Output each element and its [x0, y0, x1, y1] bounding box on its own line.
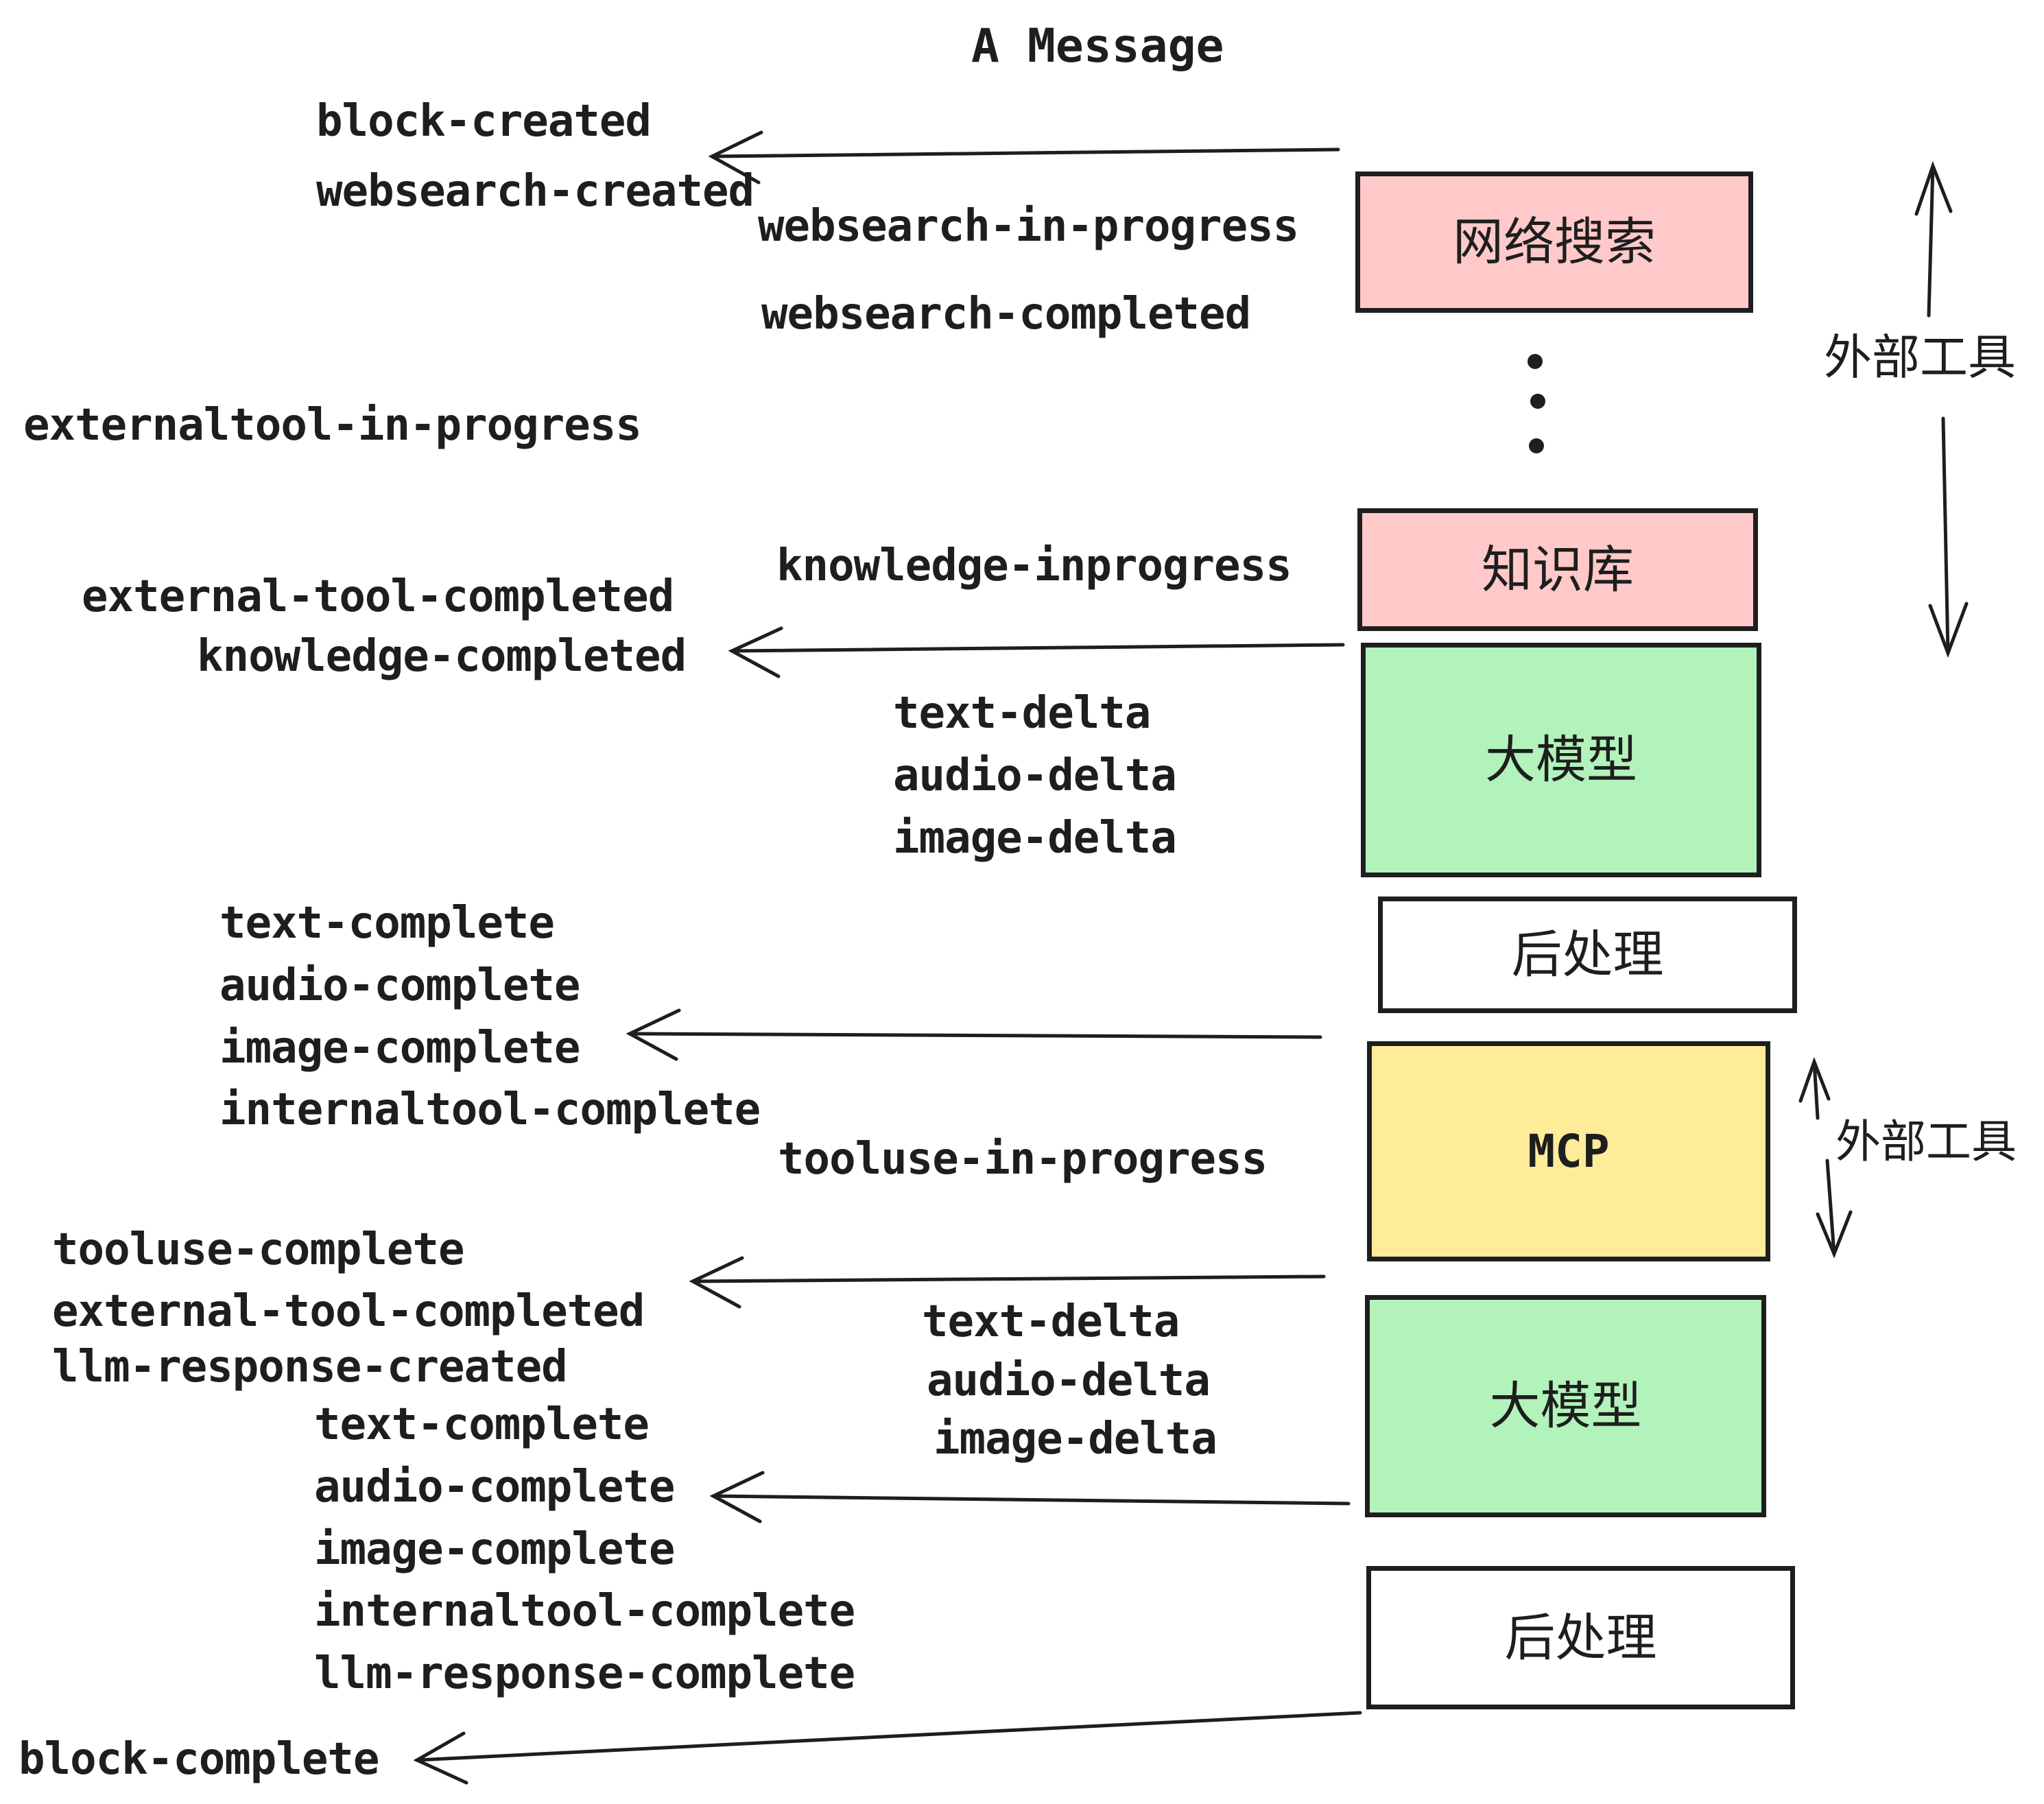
- arrow-websearch-to-block-created: [708, 130, 1340, 185]
- event-image-complete-2: image-complete: [314, 1524, 675, 1575]
- event-internaltool-complete-2: internaltool-complete: [314, 1586, 855, 1637]
- event-external-tool-completed-2: external-tool-completed: [52, 1286, 645, 1337]
- double-arrow-external-tools-mcp: [1798, 1056, 1853, 1259]
- event-audio-delta-2: audio-delta: [927, 1355, 1211, 1406]
- box-post-2: 后处理: [1366, 1566, 1795, 1709]
- box-post-2-label: 后处理: [1504, 1608, 1657, 1667]
- side-label-external-tools-top: 外部工具: [1824, 329, 2016, 385]
- arrow-post2-to-block-complete: [413, 1711, 1362, 1785]
- event-external-tool-completed-1: external-tool-completed: [82, 571, 674, 622]
- event-audio-complete-2: audio-complete: [314, 1462, 675, 1512]
- arrow-llm2-to-audio-complete: [709, 1471, 1351, 1523]
- event-knowledge-completed: knowledge-completed: [197, 631, 687, 682]
- box-llm-1: 大模型: [1361, 643, 1761, 877]
- event-websearch-in-progress: websearch-in-progress: [758, 201, 1299, 252]
- event-text-delta-2: text-delta: [922, 1296, 1180, 1347]
- event-llm-response-complete: llm-response-complete: [314, 1648, 855, 1699]
- event-tooluse-complete: tooluse-complete: [52, 1224, 464, 1275]
- box-llm-2: 大模型: [1365, 1295, 1766, 1517]
- event-websearch-created: websearch-created: [316, 166, 754, 217]
- event-text-complete-1: text-complete: [219, 898, 555, 949]
- box-mcp-label: MCP: [1528, 1124, 1610, 1178]
- box-knowledge: 知识库: [1357, 508, 1758, 631]
- box-websearch: 网络搜索: [1355, 171, 1753, 313]
- arrow-knowledge-to-knowledge-completed: [728, 626, 1345, 678]
- double-arrow-external-tools-top: [1914, 161, 1969, 658]
- event-externaltool-in-progress: externaltool-in-progress: [23, 400, 642, 451]
- event-internaltool-complete-1: internaltool-complete: [219, 1084, 761, 1135]
- event-block-created: block-created: [316, 96, 652, 147]
- box-mcp: MCP: [1367, 1041, 1770, 1261]
- box-knowledge-label: 知识库: [1482, 540, 1634, 600]
- ellipsis-dots: [1528, 354, 1545, 453]
- event-text-delta-1: text-delta: [893, 688, 1151, 739]
- event-llm-response-created: llm-response-created: [52, 1342, 568, 1392]
- arrow-post1-to-image-complete: [626, 1008, 1322, 1061]
- box-llm-2-label: 大模型: [1489, 1377, 1642, 1436]
- event-audio-delta-1: audio-delta: [893, 750, 1177, 801]
- event-image-delta-1: image-delta: [893, 813, 1177, 864]
- box-websearch-label: 网络搜索: [1453, 213, 1656, 272]
- event-text-complete-2: text-complete: [314, 1399, 650, 1450]
- arrow-mcp-to-tooluse-complete: [689, 1256, 1326, 1309]
- side-label-external-tools-mcp: 外部工具: [1835, 1115, 2017, 1168]
- page-title: A Message: [971, 19, 1224, 73]
- event-knowledge-inprogress: knowledge-inprogress: [776, 541, 1292, 591]
- box-post-1-label: 后处理: [1511, 925, 1664, 984]
- event-audio-complete-1: audio-complete: [219, 960, 580, 1011]
- event-tooluse-in-progress: tooluse-in-progress: [778, 1134, 1268, 1185]
- event-image-complete-1: image-complete: [219, 1023, 580, 1073]
- event-websearch-completed: websearch-completed: [761, 289, 1251, 340]
- box-llm-1-label: 大模型: [1485, 731, 1637, 790]
- event-image-delta-2: image-delta: [934, 1414, 1217, 1464]
- box-post-1: 后处理: [1378, 897, 1797, 1013]
- event-block-complete: block-complete: [19, 1734, 379, 1785]
